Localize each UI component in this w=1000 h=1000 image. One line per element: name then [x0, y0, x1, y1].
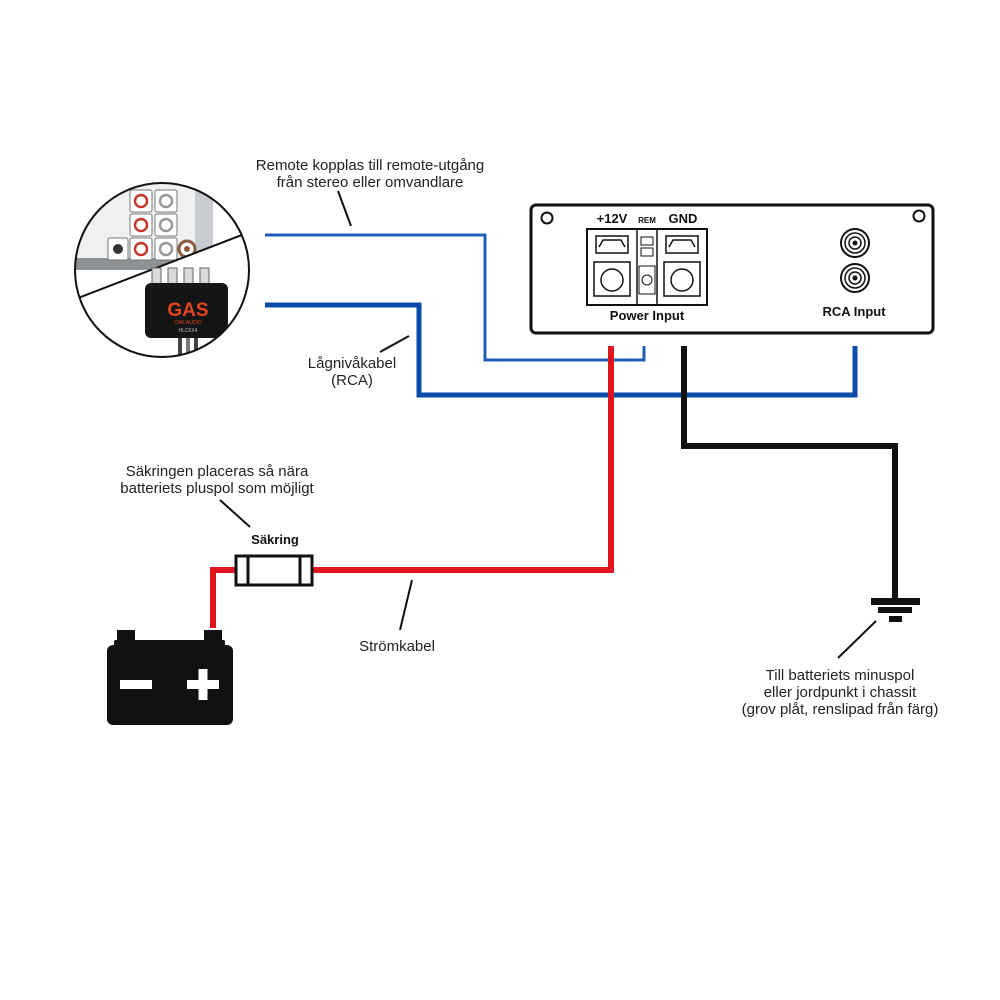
rca-jack-bottom	[840, 263, 870, 293]
lowlevel-note-line1: Lågnivåkabel	[308, 355, 396, 372]
mount-hole-right	[912, 209, 926, 223]
power-input-label: Power Input	[610, 308, 685, 323]
converter-model: HLC6X4	[179, 328, 198, 334]
ground-pointer-line	[837, 620, 877, 659]
battery	[107, 630, 233, 725]
terminal-gnd-label: GND	[669, 211, 698, 226]
line-output-converter: L R L R GAS CAR AUDIO HLC6X4	[145, 267, 228, 357]
power-cable-pointer-line	[399, 579, 413, 631]
ground-note-line1: Till batteriets minuspol	[766, 667, 915, 684]
rca-wire	[265, 302, 858, 398]
head-unit-rear	[75, 183, 213, 270]
power-wire-to-amp	[312, 346, 614, 573]
battery-minus-sign	[120, 680, 152, 689]
terminal-12v-label: +12V	[597, 211, 628, 226]
power-cable-label: Strömkabel	[359, 638, 435, 655]
ground-wire	[681, 346, 898, 600]
remote-wire	[265, 233, 646, 362]
lowlevel-pointer-line	[379, 335, 410, 353]
ground-note-line2: eller jordpunkt i chassit	[764, 684, 917, 701]
rca-input-label: RCA Input	[822, 304, 886, 319]
inset-divider	[75, 227, 249, 306]
fuse	[234, 554, 314, 587]
converter-brand: GAS	[167, 300, 208, 321]
fuse-note-line2: batteriets pluspol som möjligt	[120, 480, 314, 497]
remote-note-line1: Remote kopplas till remote-utgång	[256, 157, 484, 174]
fuse-note-pointer-line	[219, 499, 251, 528]
ground-symbol	[871, 598, 920, 622]
rca-jack-top	[840, 228, 870, 258]
converter-subtitle: CAR AUDIO	[174, 320, 202, 326]
remote-note-line2: från stereo eller omvandlare	[277, 174, 464, 191]
fuse-label: Säkring	[251, 532, 299, 547]
power-terminal-block	[586, 228, 708, 306]
amplifier: +12V REM GND Power Input RCA Input	[529, 203, 935, 335]
ground-note-line3: (grov plåt, renslipad från färg)	[742, 701, 939, 718]
power-wire-to-battery	[210, 567, 237, 628]
fuse-note-line1: Säkringen placeras så nära	[126, 463, 309, 480]
remote-pointer-line	[337, 190, 352, 227]
lowlevel-note-line2: (RCA)	[331, 372, 373, 389]
terminal-rem-label: REM	[638, 216, 656, 225]
mount-hole-left	[540, 211, 554, 225]
source-inset: L R L R GAS CAR AUDIO HLC6X4	[74, 182, 250, 358]
